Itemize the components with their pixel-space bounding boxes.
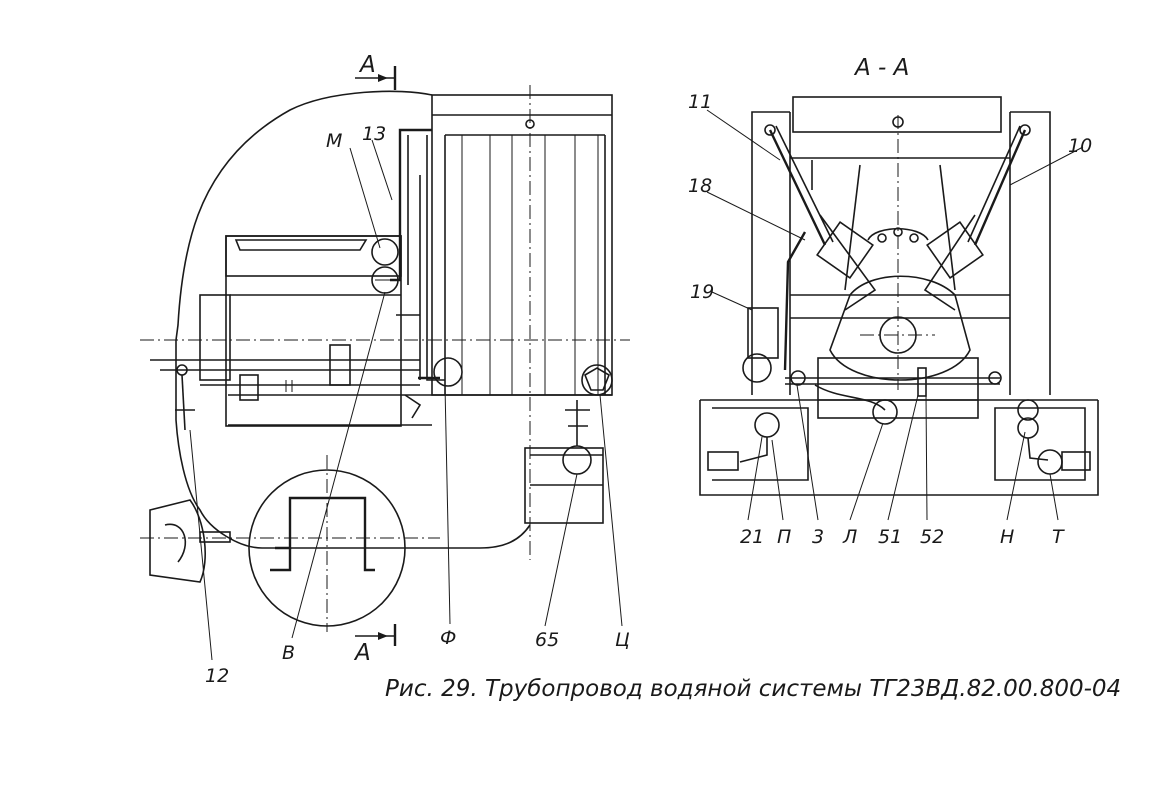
label-l: Л (842, 526, 857, 548)
label-11: 11 (688, 91, 712, 113)
label-13: 13 (362, 123, 386, 145)
label-18: 18 (688, 175, 712, 197)
left-piping (175, 128, 613, 475)
section-mark-top: А (358, 52, 376, 78)
label-3: 3 (812, 526, 824, 548)
flywheel (140, 455, 440, 632)
label-h: Н (1000, 526, 1014, 548)
label-52: 52 (920, 526, 944, 548)
label-10: 10 (1068, 135, 1092, 157)
right-view: А - А (688, 55, 1099, 548)
section-title: А - А (853, 55, 909, 81)
right-leaders (706, 109, 1084, 521)
outer-contour (175, 90, 531, 549)
label-b: В (282, 642, 295, 664)
section-arrow-bottom: А (353, 624, 397, 666)
label-m: М (326, 130, 342, 152)
label-t: Т (1052, 526, 1065, 548)
label-51: 51 (878, 526, 902, 548)
right-piping (707, 124, 1091, 475)
label-19: 19 (690, 281, 714, 303)
section-arrow-top: А (355, 52, 397, 90)
label-f: Ф (440, 627, 456, 649)
engine-block (140, 235, 630, 427)
label-12: 12 (205, 665, 229, 687)
left-view: А (140, 52, 630, 687)
section-mark-bottom: А (353, 640, 371, 666)
figure-caption: Рис. 29. Трубопровод водяной системы ТГ2… (385, 676, 1121, 702)
label-ts: Ц (615, 629, 630, 651)
label-65: 65 (535, 629, 559, 651)
radiator (431, 85, 613, 560)
label-21: 21 (740, 526, 764, 548)
frame-lower (228, 394, 612, 524)
v-engine (816, 164, 984, 419)
right-frame (699, 96, 1099, 496)
left-leaders (189, 139, 623, 661)
label-p: П (777, 526, 791, 548)
